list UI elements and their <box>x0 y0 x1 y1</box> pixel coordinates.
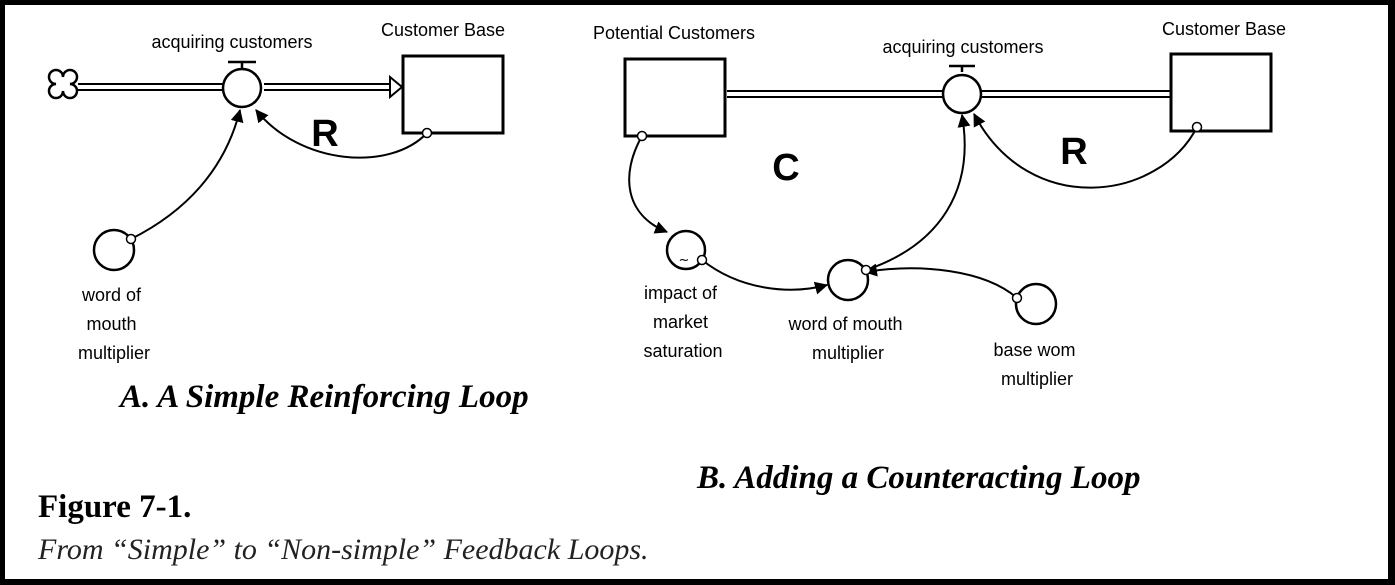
flow-valve-b-icon <box>941 64 983 115</box>
stock-label: Customer Base <box>381 20 505 40</box>
panel-b-caption: B. Adding a Counteracting Loop <box>696 460 1140 496</box>
customer-base-stock-b <box>1169 52 1273 133</box>
base-wom-label: base wom multiplier <box>993 340 1080 389</box>
saturation-to-wom-connector <box>701 259 829 295</box>
stock-label-b: Customer Base <box>1162 19 1286 39</box>
wom-multiplier-aux <box>92 228 136 272</box>
wom-label: word of mouth multiplier <box>78 285 150 363</box>
flow-pipe <box>78 74 404 100</box>
diagram-canvas: acquiring customers Customer Base word o… <box>37 19 1286 566</box>
counteracting-loop-label: C <box>772 147 799 189</box>
stock-to-flow-connector <box>255 109 428 159</box>
flow-valve-icon <box>221 60 263 109</box>
flow-pipe-b <box>727 90 1170 98</box>
lookup-symbol: ~ <box>679 253 690 268</box>
potential-customers-label: Potential Customers <box>593 23 755 43</box>
customer-base-stock <box>401 54 505 135</box>
panel-a: acquiring customers Customer Base word o… <box>47 20 529 415</box>
saturation-aux <box>665 229 707 271</box>
panel-a-caption: A. A Simple Reinforcing Loop <box>118 379 529 415</box>
wom-to-flow-connector-b <box>865 113 971 271</box>
reinforcing-loop-label: R <box>311 113 338 155</box>
base-to-wom-connector <box>863 263 1018 299</box>
cloud-source-icon <box>47 68 79 100</box>
wom-multiplier-aux-b <box>826 258 870 302</box>
wom-label-b: word of mouth multiplier <box>787 314 907 363</box>
potential-to-saturation-connector <box>628 135 669 234</box>
stock-to-flow-connector-b <box>973 113 1198 189</box>
saturation-label: impact of market saturation <box>643 283 722 361</box>
flow-label: acquiring customers <box>151 32 312 52</box>
wom-to-flow-connector <box>130 108 244 240</box>
figure-number: Figure 7-1. <box>38 489 191 525</box>
flow-label-b: acquiring customers <box>882 37 1043 57</box>
potential-customers-stock <box>623 57 727 138</box>
reinforcing-loop-label-b: R <box>1060 131 1087 173</box>
base-wom-aux <box>1014 282 1058 326</box>
panel-b: Potential Customers acquiring customers … <box>593 19 1286 496</box>
figure-frame: acquiring customers Customer Base word o… <box>5 5 1388 579</box>
figure-subtitle: From “Simple” to “Non-simple” Feedback L… <box>37 533 649 566</box>
